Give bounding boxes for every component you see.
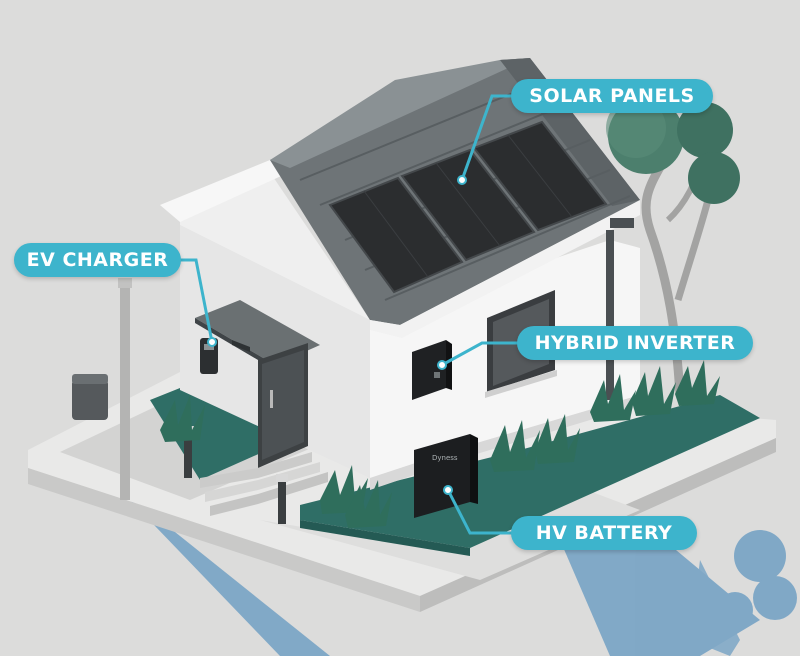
solar-dot (458, 176, 466, 184)
solar-panels-label: SOLAR PANELS (511, 79, 713, 113)
battery-dot (444, 486, 452, 494)
battery-brand-label: Dyness (432, 454, 458, 462)
hybrid-inverter-label: HYBRID INVERTER (517, 326, 753, 360)
inverter-dot (438, 361, 446, 369)
ev-charger-label: EV CHARGER (14, 243, 181, 277)
ev-dot (208, 338, 216, 346)
hv-battery-label: HV BATTERY (511, 516, 697, 550)
